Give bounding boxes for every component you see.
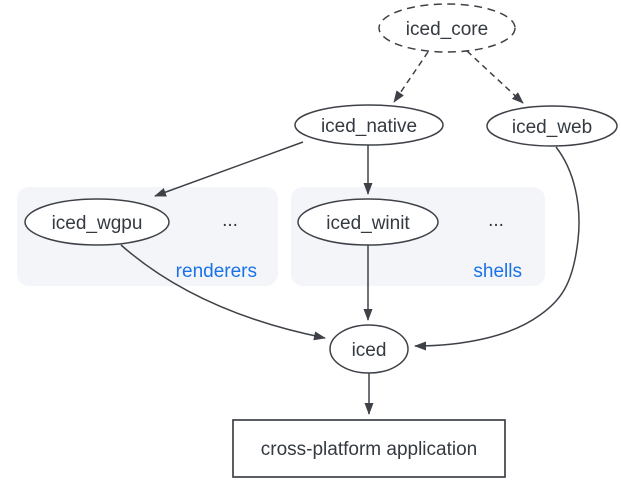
edge-iced_core-iced_web [466, 50, 524, 104]
group-renderers-label: renderers [176, 261, 257, 282]
node-iced_winit-label: iced_winit [326, 213, 410, 234]
node-iced_core: iced_core [378, 3, 516, 53]
node-iced_native-shape [294, 104, 444, 146]
group-shells-label: shells [473, 261, 522, 282]
group-renderers-ellipsis: ... [222, 210, 238, 231]
node-iced_native-label: iced_native [321, 116, 417, 137]
node-iced: iced [329, 324, 409, 374]
node-iced_wgpu-shape [24, 198, 170, 246]
node-iced_web-label: iced_web [512, 117, 592, 138]
node-iced-label: iced [352, 340, 387, 361]
node-application-shape [232, 419, 506, 478]
node-iced_winit-shape [297, 198, 439, 246]
node-iced_winit: iced_winit [297, 198, 439, 246]
node-iced_native: iced_native [294, 104, 444, 146]
node-iced_core-label: iced_core [406, 19, 488, 40]
node-iced_wgpu: iced_wgpu [24, 198, 170, 246]
edge-iced_web-iced [414, 146, 580, 351]
node-application: cross-platform application [232, 419, 506, 478]
node-iced_wgpu-label: iced_wgpu [52, 213, 143, 234]
group-shells-ellipsis: ... [488, 210, 504, 231]
node-iced-shape [329, 324, 409, 374]
node-iced_core-shape [378, 3, 516, 53]
node-iced_web: iced_web [486, 105, 618, 147]
edge-iced_native-iced_wgpu [154, 141, 304, 197]
edge-iced_core-iced_native [393, 51, 429, 103]
edge-iced_wgpu-iced [120, 244, 326, 341]
node-iced_web-shape [486, 105, 618, 147]
node-application-label: cross-platform application [261, 439, 477, 460]
